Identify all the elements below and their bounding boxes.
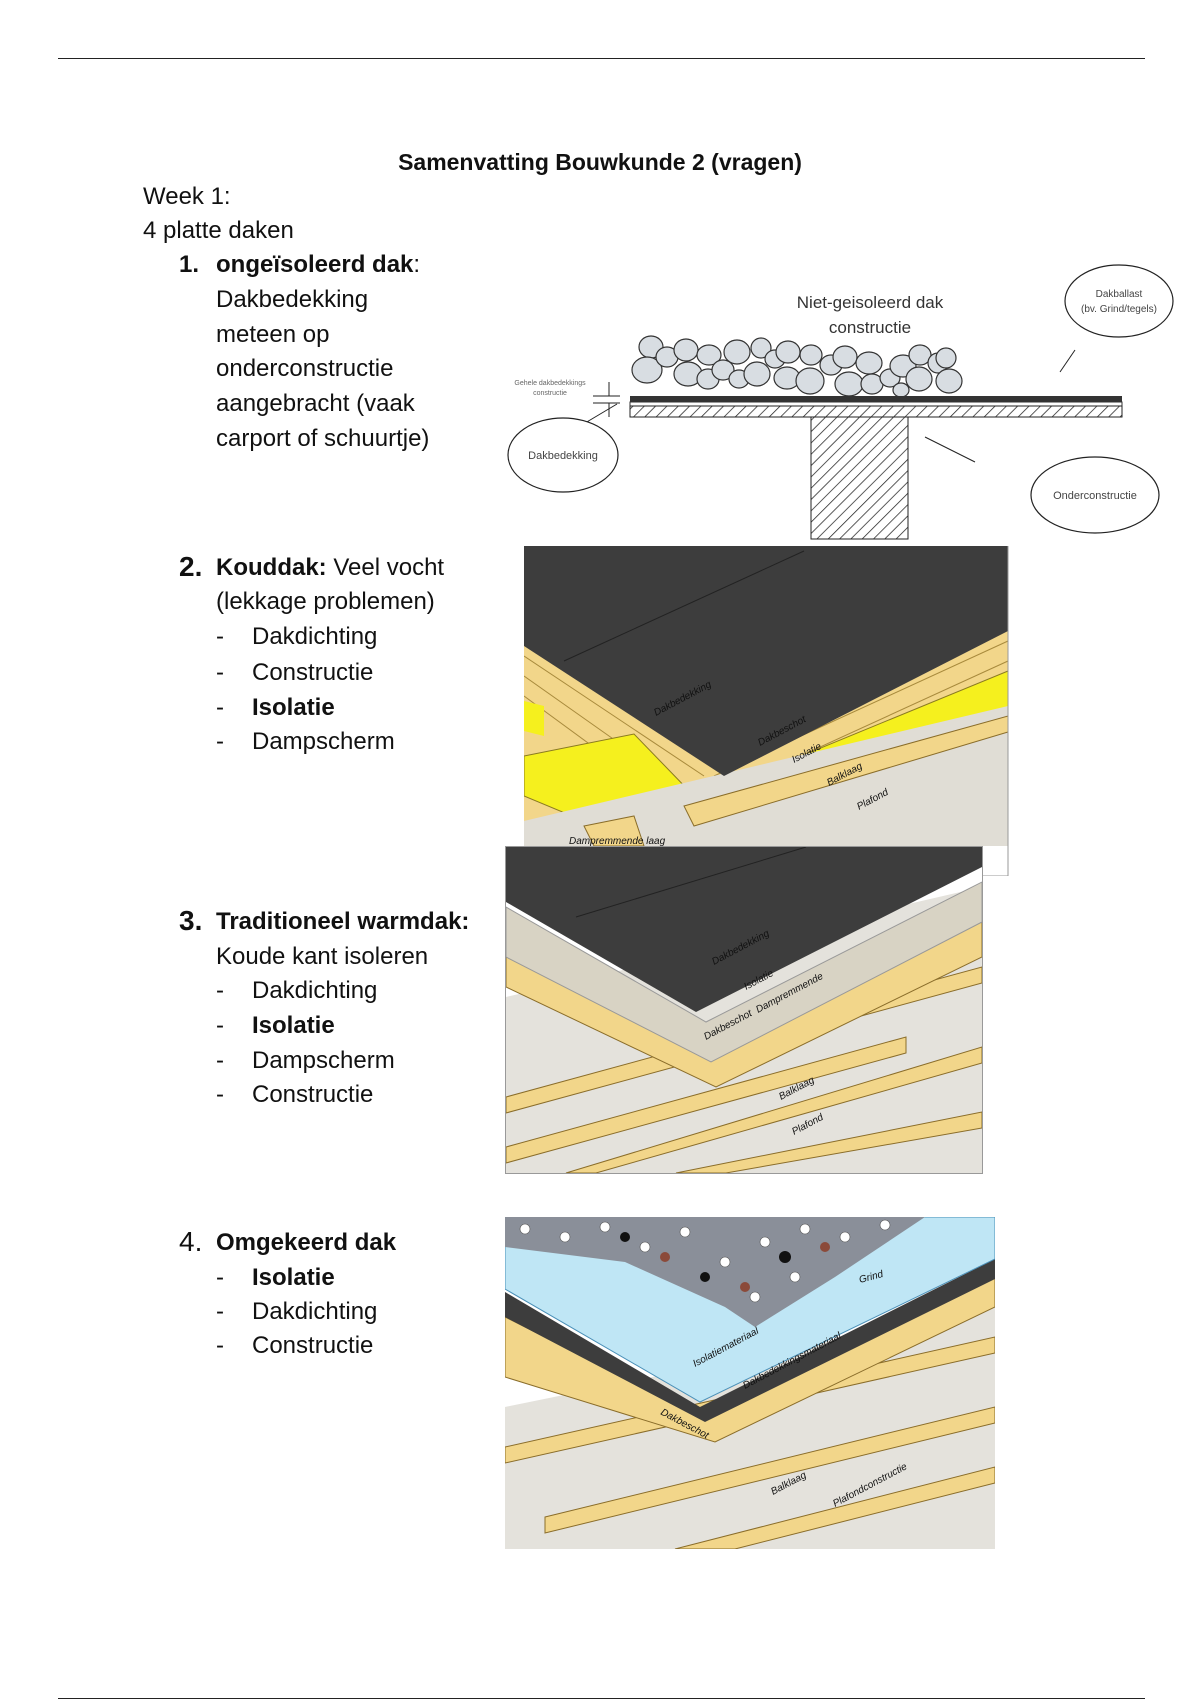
item-1-heading: ongeïsoleerd dak: <box>216 247 420 282</box>
thickness-dimension <box>569 349 1076 463</box>
item-3-desc: Koude kant isoleren <box>216 943 429 970</box>
item-1-title: ongeïsoleerd dak <box>216 251 414 278</box>
item-1-desc-line: carport of schuurtje) <box>216 425 430 452</box>
diagram-title-line: constructie <box>829 318 911 337</box>
roof-covering-layer <box>630 396 1122 402</box>
warm-roof-illustration: Dakbedekking Isolatie Dampremmende Dakbe… <box>505 846 983 1174</box>
bullet-dash: - <box>216 1298 224 1325</box>
item-2-layer: Dakdichting <box>252 623 378 650</box>
item-1-colon: : <box>413 251 421 278</box>
item-2-desc: Veel vocht <box>326 554 445 581</box>
item-3-layer: Dampscherm <box>252 1047 395 1074</box>
bullet-dash: - <box>216 694 224 721</box>
item-4-title: Omgekeerd dak <box>216 1229 397 1256</box>
item-2-title: Kouddak: <box>216 554 327 581</box>
week-label: Week 1: <box>143 183 231 210</box>
callout-dakballast <box>1064 264 1174 338</box>
bullet-dash: - <box>216 1332 224 1359</box>
item-2-heading: Kouddak: Veel vocht <box>216 550 444 585</box>
bullet-dash: - <box>216 977 224 1004</box>
bullet-dash: - <box>216 1081 224 1108</box>
callout-dakbedekking <box>507 417 619 493</box>
page-title: Samenvatting Bouwkunde 2 (vragen) <box>398 149 802 175</box>
item-2-layer: Dampscherm <box>252 728 395 755</box>
bullet-dash: - <box>216 1047 224 1074</box>
bullet-dash: - <box>216 623 224 650</box>
uninsulated-roof-diagram: Niet-geisoleerd dak constructie Gehele d… <box>507 264 1174 540</box>
deck-slab <box>629 405 1123 418</box>
item-1-number: 1. <box>179 251 200 278</box>
gehele-label: Gehele dakbedekkings <box>514 380 586 387</box>
callout-onderconstructie-text: Onderconstructie <box>1053 490 1137 502</box>
item-1-desc-line: onderconstructie <box>216 355 394 382</box>
footer-rule <box>58 1698 1145 1699</box>
membrane <box>506 847 982 1012</box>
cold-roof-illustration: Dakbedekking Dakbeschot Isolatie Balklaa… <box>524 546 1009 876</box>
gehele-label: constructie <box>533 390 567 397</box>
item-3-title: Traditioneel warmdak: <box>216 908 470 935</box>
support-beam <box>810 416 909 540</box>
item-4-layer: Isolatie <box>252 1264 335 1291</box>
item-2-layer: Constructie <box>252 659 374 686</box>
intro-text: 4 platte daken <box>143 217 294 244</box>
diagram-title-line: Niet-geisoleerd dak <box>797 293 944 312</box>
bullet-dash: - <box>216 659 224 686</box>
item-1-desc-line: meteen op <box>216 321 330 348</box>
bullet-dash: - <box>216 728 224 755</box>
item-2-layer: Isolatie <box>252 694 335 721</box>
bullet-dash: - <box>216 1264 224 1291</box>
inverted-roof-illustration: Grind Isolatiemateriaal Dakbedekkingsmat… <box>505 1217 995 1549</box>
item-3-layer: Constructie <box>252 1081 374 1108</box>
header-rule <box>58 58 1145 59</box>
item-4-layer: Constructie <box>252 1332 374 1359</box>
item-2-number: 2. <box>179 551 203 582</box>
item-1-desc-line: aangebracht (vaak <box>216 390 415 417</box>
item-3-layer: Dakdichting <box>252 977 378 1004</box>
figure-label: Dampremmende laag <box>569 836 666 847</box>
item-4-layer: Dakdichting <box>252 1298 378 1325</box>
gravel-ballast <box>631 335 963 398</box>
gravel-ballast <box>505 1217 925 1327</box>
item-1-desc-line: Dakbedekking <box>216 286 369 313</box>
membrane <box>524 546 1008 776</box>
bullet-dash: - <box>216 1012 224 1039</box>
callout-dakballast-sub: (bv. Grind/tegels) <box>1081 304 1157 315</box>
callout-dakballast-text: Dakballast <box>1096 289 1143 300</box>
item-2-desc-line: (lekkage problemen) <box>216 588 435 615</box>
item-3-layer: Isolatie <box>252 1012 335 1039</box>
callout-onderconstructie <box>1030 456 1160 534</box>
callout-dakbedekking-text: Dakbedekking <box>528 450 598 462</box>
item-3-number: 3. <box>179 905 203 936</box>
item-4-number: 4. <box>179 1226 203 1257</box>
